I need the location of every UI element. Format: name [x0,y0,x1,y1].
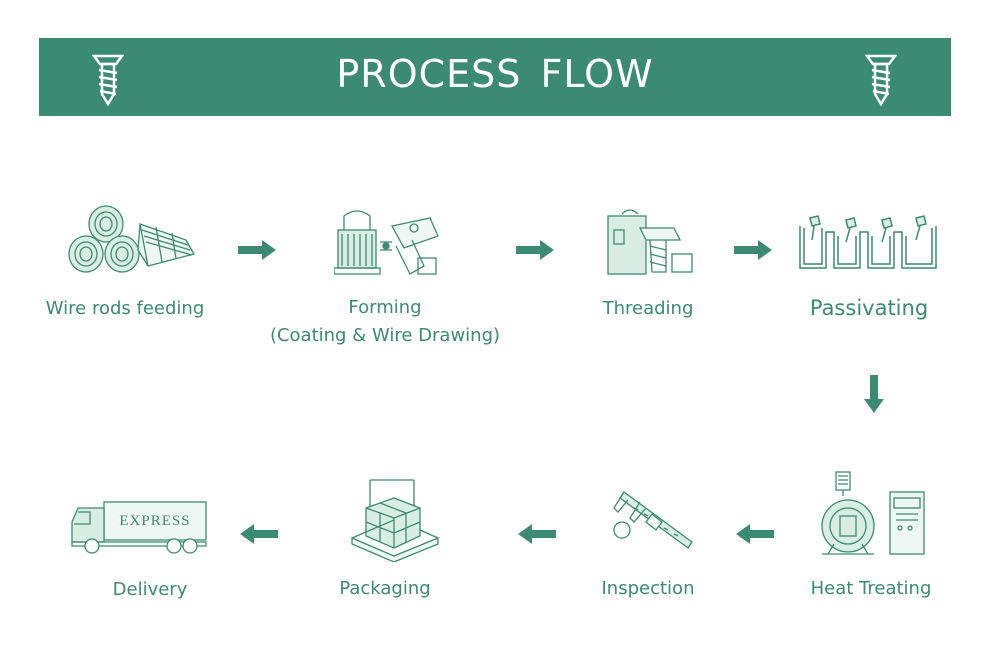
threading-machine-icon [607,209,693,275]
passivating-tank-icon [799,215,937,269]
truck-text: EXPRESS [119,513,190,529]
furnace-icon [821,471,925,555]
arrow-left-icon [240,524,278,544]
truck-icon: EXPRESS [71,501,207,554]
arrow-right-icon [238,240,276,260]
arrow-down-icon [864,375,884,413]
step-label: Inspection [601,578,695,599]
step-label: Wire rods feeding [45,298,205,319]
step-label: Threading [602,298,694,319]
page-title: PROCESS FLOW [336,52,654,96]
step-label: Heat Treating [810,578,932,599]
step-label: Forming [348,297,422,318]
step-label: Passivating [809,296,929,320]
arrow-left-icon [736,524,774,544]
screw-icon [865,54,897,106]
step-label: Packaging [339,578,431,599]
arrow-right-icon [516,240,554,260]
caliper-icon [613,491,693,549]
process-flow-banner: PROCESS FLOW [39,38,951,116]
pallet-boxes-icon [351,479,439,562]
arrow-right-icon [734,240,772,260]
screw-icon [92,54,124,106]
wire-coil-icon [68,205,195,273]
step-label: Delivery [112,579,188,600]
step-sublabel: (Coating & Wire Drawing) [269,325,501,346]
arrow-left-icon [518,524,556,544]
forming-machine-icon [334,210,439,275]
